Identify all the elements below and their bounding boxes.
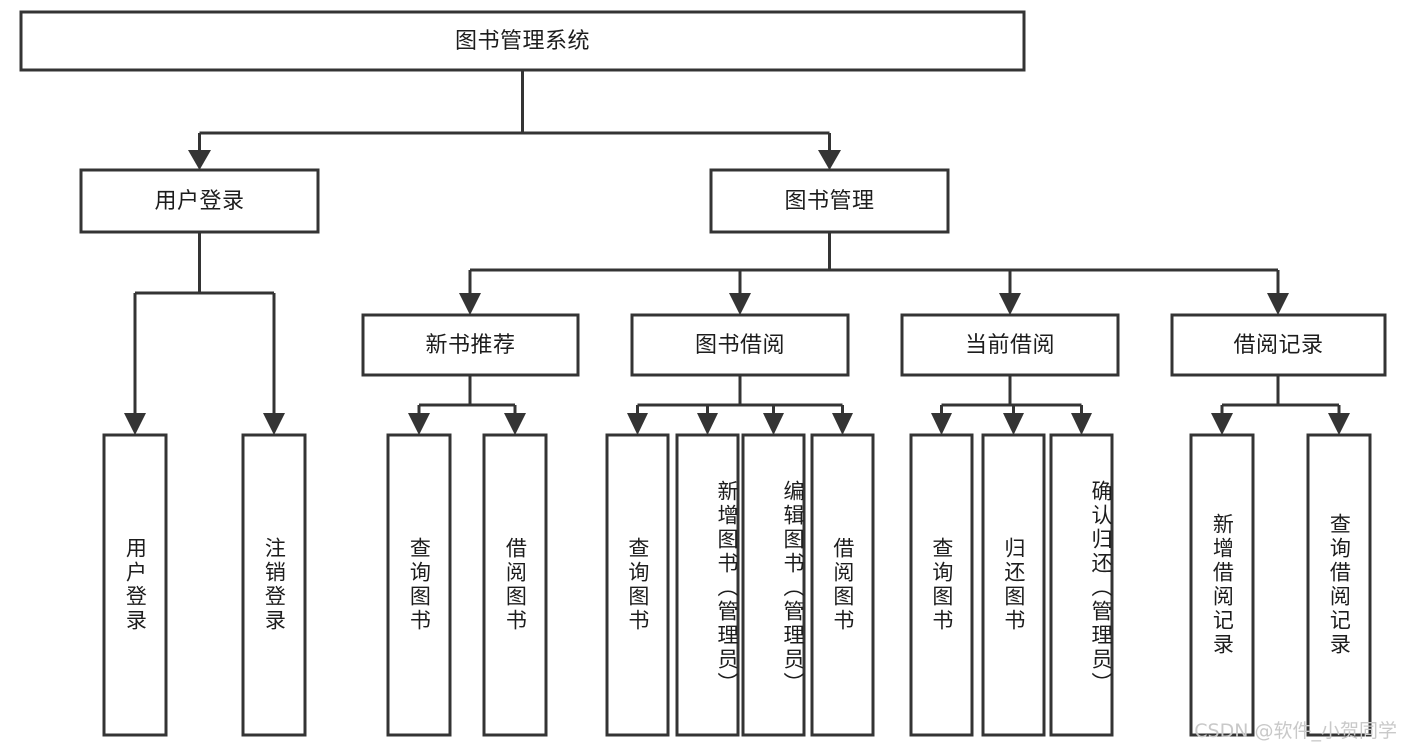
connector-group-record xyxy=(1211,375,1350,435)
node-current-borrow[interactable]: 当前借阅 xyxy=(900,313,1120,377)
leaf-boxes xyxy=(102,433,1372,737)
node-root-box[interactable] xyxy=(19,10,1026,72)
csdn-watermark: CSDN @软件_小贺同学 xyxy=(1194,720,1397,742)
leaf-box-borrow-book[interactable] xyxy=(810,433,875,737)
leaf-box-user-login[interactable] xyxy=(102,433,168,737)
leaf-box-query-book-borrow[interactable] xyxy=(605,433,670,737)
node-root[interactable]: 图书管理系统 xyxy=(19,10,1026,72)
node-borrow-record[interactable]: 借阅记录 xyxy=(1170,313,1387,377)
leaf-box-query-book-current[interactable] xyxy=(909,433,974,737)
node-user-login[interactable]: 用户登录 xyxy=(79,168,320,234)
arrowhead-root-to-login xyxy=(188,150,211,170)
arrowhead-record-leaf-2 xyxy=(1328,413,1350,435)
arrowhead-bookmgmt-to-record xyxy=(1267,293,1289,315)
node-borrow-record-label: 借阅记录 xyxy=(1233,333,1323,358)
arrowhead-login-leaf-1 xyxy=(124,413,146,435)
arrowhead-bookmgmt-to-borrow xyxy=(729,293,751,315)
arrowhead-record-leaf-1 xyxy=(1211,413,1233,435)
connector-group-newbook xyxy=(408,375,526,435)
leaf-box-add-book-admin[interactable] xyxy=(675,433,740,737)
arrowhead-login-leaf-2 xyxy=(263,413,285,435)
node-user-login-label: 用户登录 xyxy=(154,189,244,214)
node-root-label: 图书管理系统 xyxy=(455,29,590,54)
connector-group-root xyxy=(188,70,841,170)
node-new-book-recommend-box[interactable] xyxy=(361,313,580,377)
arrowhead-root-to-bookmgmt xyxy=(818,150,841,170)
arrowhead-bookmgmt-to-newbook xyxy=(459,293,481,315)
arrowhead-current-leaf-2 xyxy=(1003,413,1024,435)
node-current-borrow-label: 当前借阅 xyxy=(965,333,1055,358)
arrowhead-borrow-leaf-4 xyxy=(832,413,853,435)
node-book-management-box[interactable] xyxy=(709,168,950,234)
connector-group-bookmgmt xyxy=(459,232,1289,315)
arrowhead-borrow-leaf-1 xyxy=(627,413,648,435)
connector-group-login xyxy=(124,232,285,435)
arrowhead-borrow-leaf-3 xyxy=(763,413,784,435)
leaf-box-query-book-rec[interactable] xyxy=(386,433,452,737)
node-user-login-box[interactable] xyxy=(79,168,320,234)
arrowhead-current-leaf-3 xyxy=(1071,413,1092,435)
node-book-management-label: 图书管理 xyxy=(784,189,874,214)
leaf-box-confirm-return-admin[interactable] xyxy=(1049,433,1114,737)
connector-group-borrow xyxy=(627,375,853,435)
arrowhead-borrow-leaf-2 xyxy=(697,413,718,435)
leaf-box-return-book[interactable] xyxy=(981,433,1046,737)
leaf-box-add-borrow-record[interactable] xyxy=(1189,433,1255,737)
node-book-borrow-label: 图书借阅 xyxy=(695,333,785,358)
arrowhead-newbook-leaf-1 xyxy=(408,413,430,435)
leaf-box-edit-book-admin[interactable] xyxy=(741,433,806,737)
node-borrow-record-box[interactable] xyxy=(1170,313,1387,377)
node-book-borrow[interactable]: 图书借阅 xyxy=(630,313,850,377)
leaf-box-query-borrow-record[interactable] xyxy=(1306,433,1372,737)
node-current-borrow-box[interactable] xyxy=(900,313,1120,377)
arrowhead-newbook-leaf-2 xyxy=(504,413,526,435)
arrowhead-current-leaf-1 xyxy=(931,413,952,435)
node-book-borrow-box[interactable] xyxy=(630,313,850,377)
leaf-box-logout[interactable] xyxy=(241,433,307,737)
node-new-book-recommend[interactable]: 新书推荐 xyxy=(361,313,580,377)
node-book-management[interactable]: 图书管理 xyxy=(709,168,950,234)
connector-group-current xyxy=(931,375,1092,435)
arrowhead-bookmgmt-to-current xyxy=(999,293,1021,315)
node-new-book-recommend-label: 新书推荐 xyxy=(425,333,515,358)
leaf-box-borrow-book-rec[interactable] xyxy=(482,433,548,737)
